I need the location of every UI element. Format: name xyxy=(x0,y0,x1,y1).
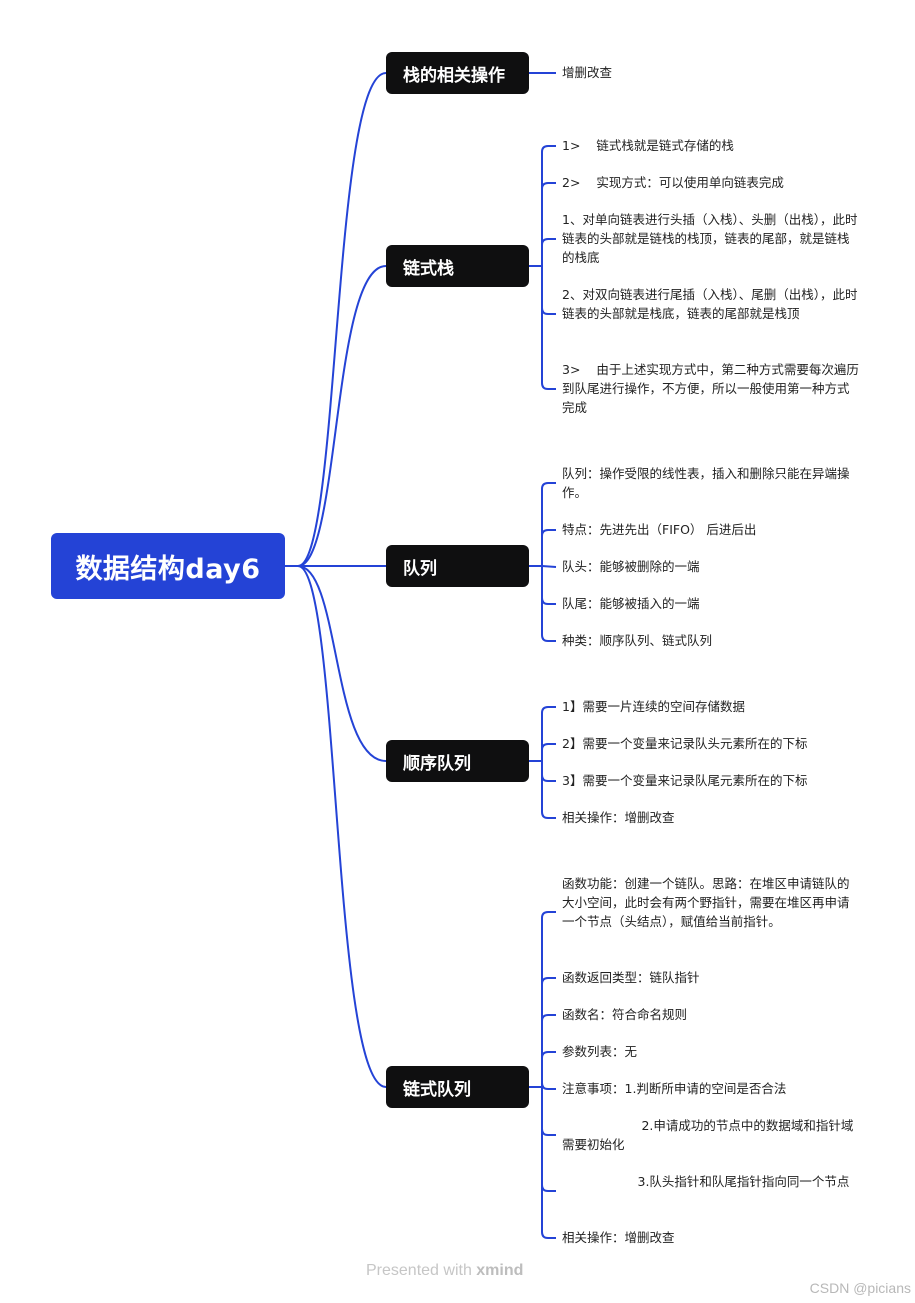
leaf-line-1-1 xyxy=(541,182,556,266)
leaf-queue-types[interactable]: 种类：顺序队列、链式队列 xyxy=(562,633,713,648)
leaf-linked-queue-func[interactable]: 函数功能：创建一个链队。思路：在堆区申请链队的大小空间，此时会有两个野指针，需要… xyxy=(562,876,850,929)
leaf-linked-stack-2[interactable]: 2> 实现方式：可以使用单向链表完成 xyxy=(562,175,784,190)
leaf-line-3-3 xyxy=(541,761,556,819)
leaf-linked-queue-note2[interactable]: 2.申请成功的节点中的数据域和指针域需要初始化 xyxy=(562,1118,854,1152)
leaf-stack-ops-crud[interactable]: 增删改查 xyxy=(562,65,613,80)
topic-stack-ops[interactable]: 栈的相关操作 xyxy=(386,52,529,94)
leaf-line-2-3 xyxy=(541,566,556,605)
leaf-line-1-2 xyxy=(541,238,556,266)
leaf-linked-stack-1[interactable]: 1> 链式栈就是链式存储的栈 xyxy=(562,138,734,153)
topic-queue[interactable]: 队列 xyxy=(386,545,529,587)
leaf-linked-stack-5[interactable]: 3> 由于上述实现方式中，第二种方式需要每次遍历到队尾进行操作，不方便，所以一般… xyxy=(562,362,859,415)
root-to-topic-4 xyxy=(297,565,387,1088)
leaf-line-2-1 xyxy=(541,529,556,566)
root-to-topic-3 xyxy=(297,565,387,762)
leaf-linked-queue-ops[interactable]: 相关操作：增删改查 xyxy=(562,1230,675,1245)
leaf-seq-queue-ops[interactable]: 相关操作：增删改查 xyxy=(562,810,675,825)
leaf-line-2-2 xyxy=(541,565,557,568)
leaf-queue-def[interactable]: 队列：操作受限的线性表，插入和删除只能在异端操作。 xyxy=(562,466,850,500)
leaf-line-4-6 xyxy=(541,1087,556,1192)
leaf-line-3-0 xyxy=(541,706,556,761)
leaf-line-1-4 xyxy=(541,266,556,390)
leaf-linked-stack-3[interactable]: 1、对单向链表进行头插（入栈）、头删（出栈），此时链表的头部就是链栈的栈顶，链表… xyxy=(562,212,858,265)
topic-linked-queue[interactable]: 链式队列 xyxy=(386,1066,529,1108)
leaf-line-4-7 xyxy=(541,1087,556,1239)
leaf-linked-stack-4[interactable]: 2、对双向链表进行尾插（入栈）、尾删（出栈），此时链表的头部就是栈底，链表的尾部… xyxy=(562,287,858,321)
footer-brand: xmind xyxy=(476,1262,524,1279)
leaf-line-2-4 xyxy=(541,566,556,642)
leaf-line-4-4 xyxy=(541,1082,556,1090)
leaf-seq-queue-3[interactable]: 3】需要一个变量来记录队尾元素所在的下标 xyxy=(562,773,808,788)
leaf-line-3-2 xyxy=(541,761,556,782)
leaf-queue-tail[interactable]: 队尾：能够被插入的一端 xyxy=(562,596,700,611)
xmind-footer: Presented with xmind xyxy=(366,1262,523,1280)
leaf-line-4-2 xyxy=(541,1014,556,1087)
root-topic[interactable]: 数据结构day6 xyxy=(51,533,285,599)
footer-prefix: Presented with xyxy=(366,1262,477,1279)
leaf-seq-queue-2[interactable]: 2】需要一个变量来记录队头元素所在的下标 xyxy=(562,736,808,751)
leaf-linked-queue-notes[interactable]: 注意事项：1.判断所申请的空间是否合法 xyxy=(562,1081,787,1096)
root-to-topic-0 xyxy=(297,72,387,567)
topic-linked-stack[interactable]: 链式栈 xyxy=(386,245,529,287)
leaf-line-3-1 xyxy=(541,743,556,761)
leaf-seq-queue-1[interactable]: 1】需要一片连续的空间存储数据 xyxy=(562,699,745,714)
leaf-line-4-5 xyxy=(541,1087,556,1136)
leaf-line-4-1 xyxy=(541,977,556,1087)
leaf-linked-queue-note3[interactable]: 3.队头指针和队尾指针指向同一个节点 xyxy=(562,1174,850,1189)
leaf-queue-feature[interactable]: 特点：先进先出（FIFO） 后进后出 xyxy=(562,522,757,537)
leaf-line-4-3 xyxy=(541,1051,556,1087)
root-to-topic-1 xyxy=(297,265,387,567)
leaf-linked-queue-return[interactable]: 函数返回类型：链队指针 xyxy=(562,970,700,985)
topic-sequential-queue[interactable]: 顺序队列 xyxy=(386,740,529,782)
leaf-line-2-0 xyxy=(541,482,556,566)
leaf-line-1-3 xyxy=(541,266,556,315)
leaf-linked-queue-name[interactable]: 函数名：符合命名规则 xyxy=(562,1007,688,1022)
leaf-line-1-0 xyxy=(541,145,556,266)
leaf-linked-queue-params[interactable]: 参数列表：无 xyxy=(562,1044,638,1059)
csdn-watermark: CSDN @picians xyxy=(809,1280,911,1296)
leaf-queue-head[interactable]: 队头：能够被删除的一端 xyxy=(562,559,700,574)
leaf-line-4-0 xyxy=(541,911,556,1087)
